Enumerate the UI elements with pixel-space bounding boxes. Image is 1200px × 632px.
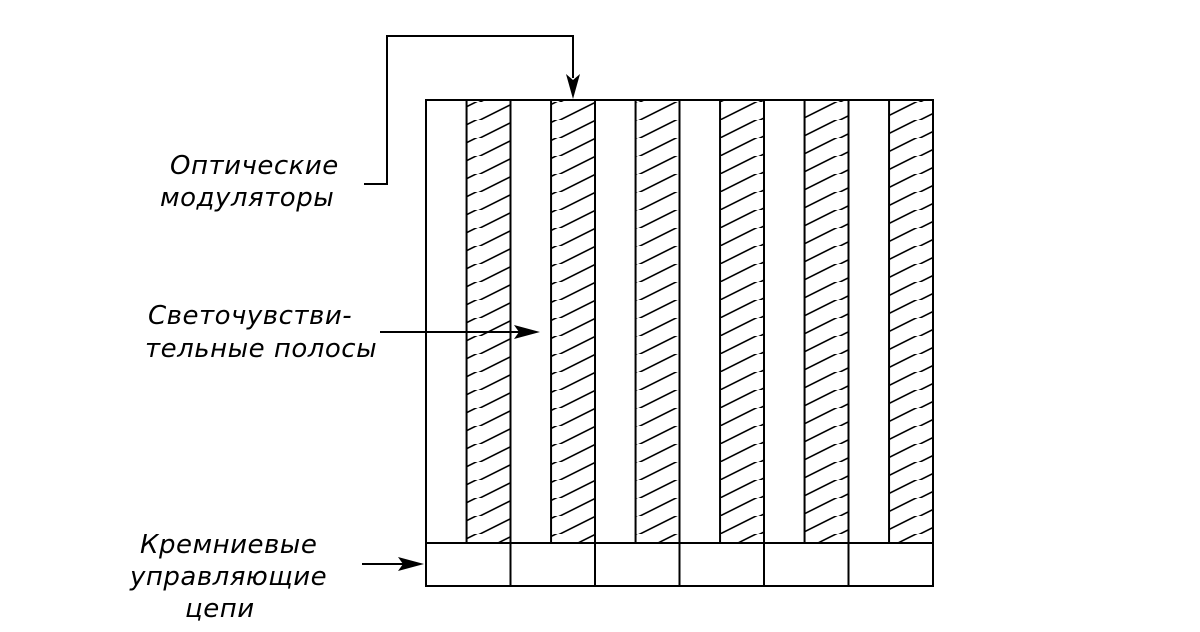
photosensitive-strips bbox=[466, 100, 933, 543]
strip-dividers bbox=[465, 100, 891, 543]
photosensitive-strip bbox=[889, 100, 933, 543]
svg-text:Светочувстви-: Светочувстви- bbox=[148, 301, 352, 331]
label-photosensitive-strips: Светочувстви- тельные полосы bbox=[145, 301, 377, 364]
svg-text:тельные полосы: тельные полосы bbox=[145, 334, 377, 364]
svg-text:модуляторы: модуляторы bbox=[160, 183, 334, 213]
modulators-leader-line bbox=[364, 35, 574, 185]
strips-arrow-icon bbox=[514, 325, 540, 339]
label-silicon-control-circuits: Кремниевые управляющие цепи bbox=[129, 530, 327, 624]
photosensitive-strip bbox=[720, 100, 764, 543]
modulators-arrow-icon bbox=[566, 74, 580, 99]
svg-text:управляющие: управляющие bbox=[129, 562, 327, 592]
svg-text:Кремниевые: Кремниевые bbox=[140, 530, 317, 560]
photosensitive-strip bbox=[635, 100, 680, 543]
array-frame bbox=[425, 99, 934, 587]
photosensitive-strip bbox=[551, 100, 595, 543]
svg-text:цепи: цепи bbox=[185, 594, 255, 624]
photosensitive-strip bbox=[466, 100, 511, 543]
control-circuit-cells bbox=[509, 543, 850, 586]
photosensitive-strip bbox=[804, 100, 849, 543]
control-arrow-icon bbox=[398, 557, 424, 571]
svg-text:Оптические: Оптические bbox=[170, 151, 339, 181]
label-optical-modulators: Оптические модуляторы bbox=[160, 151, 339, 213]
